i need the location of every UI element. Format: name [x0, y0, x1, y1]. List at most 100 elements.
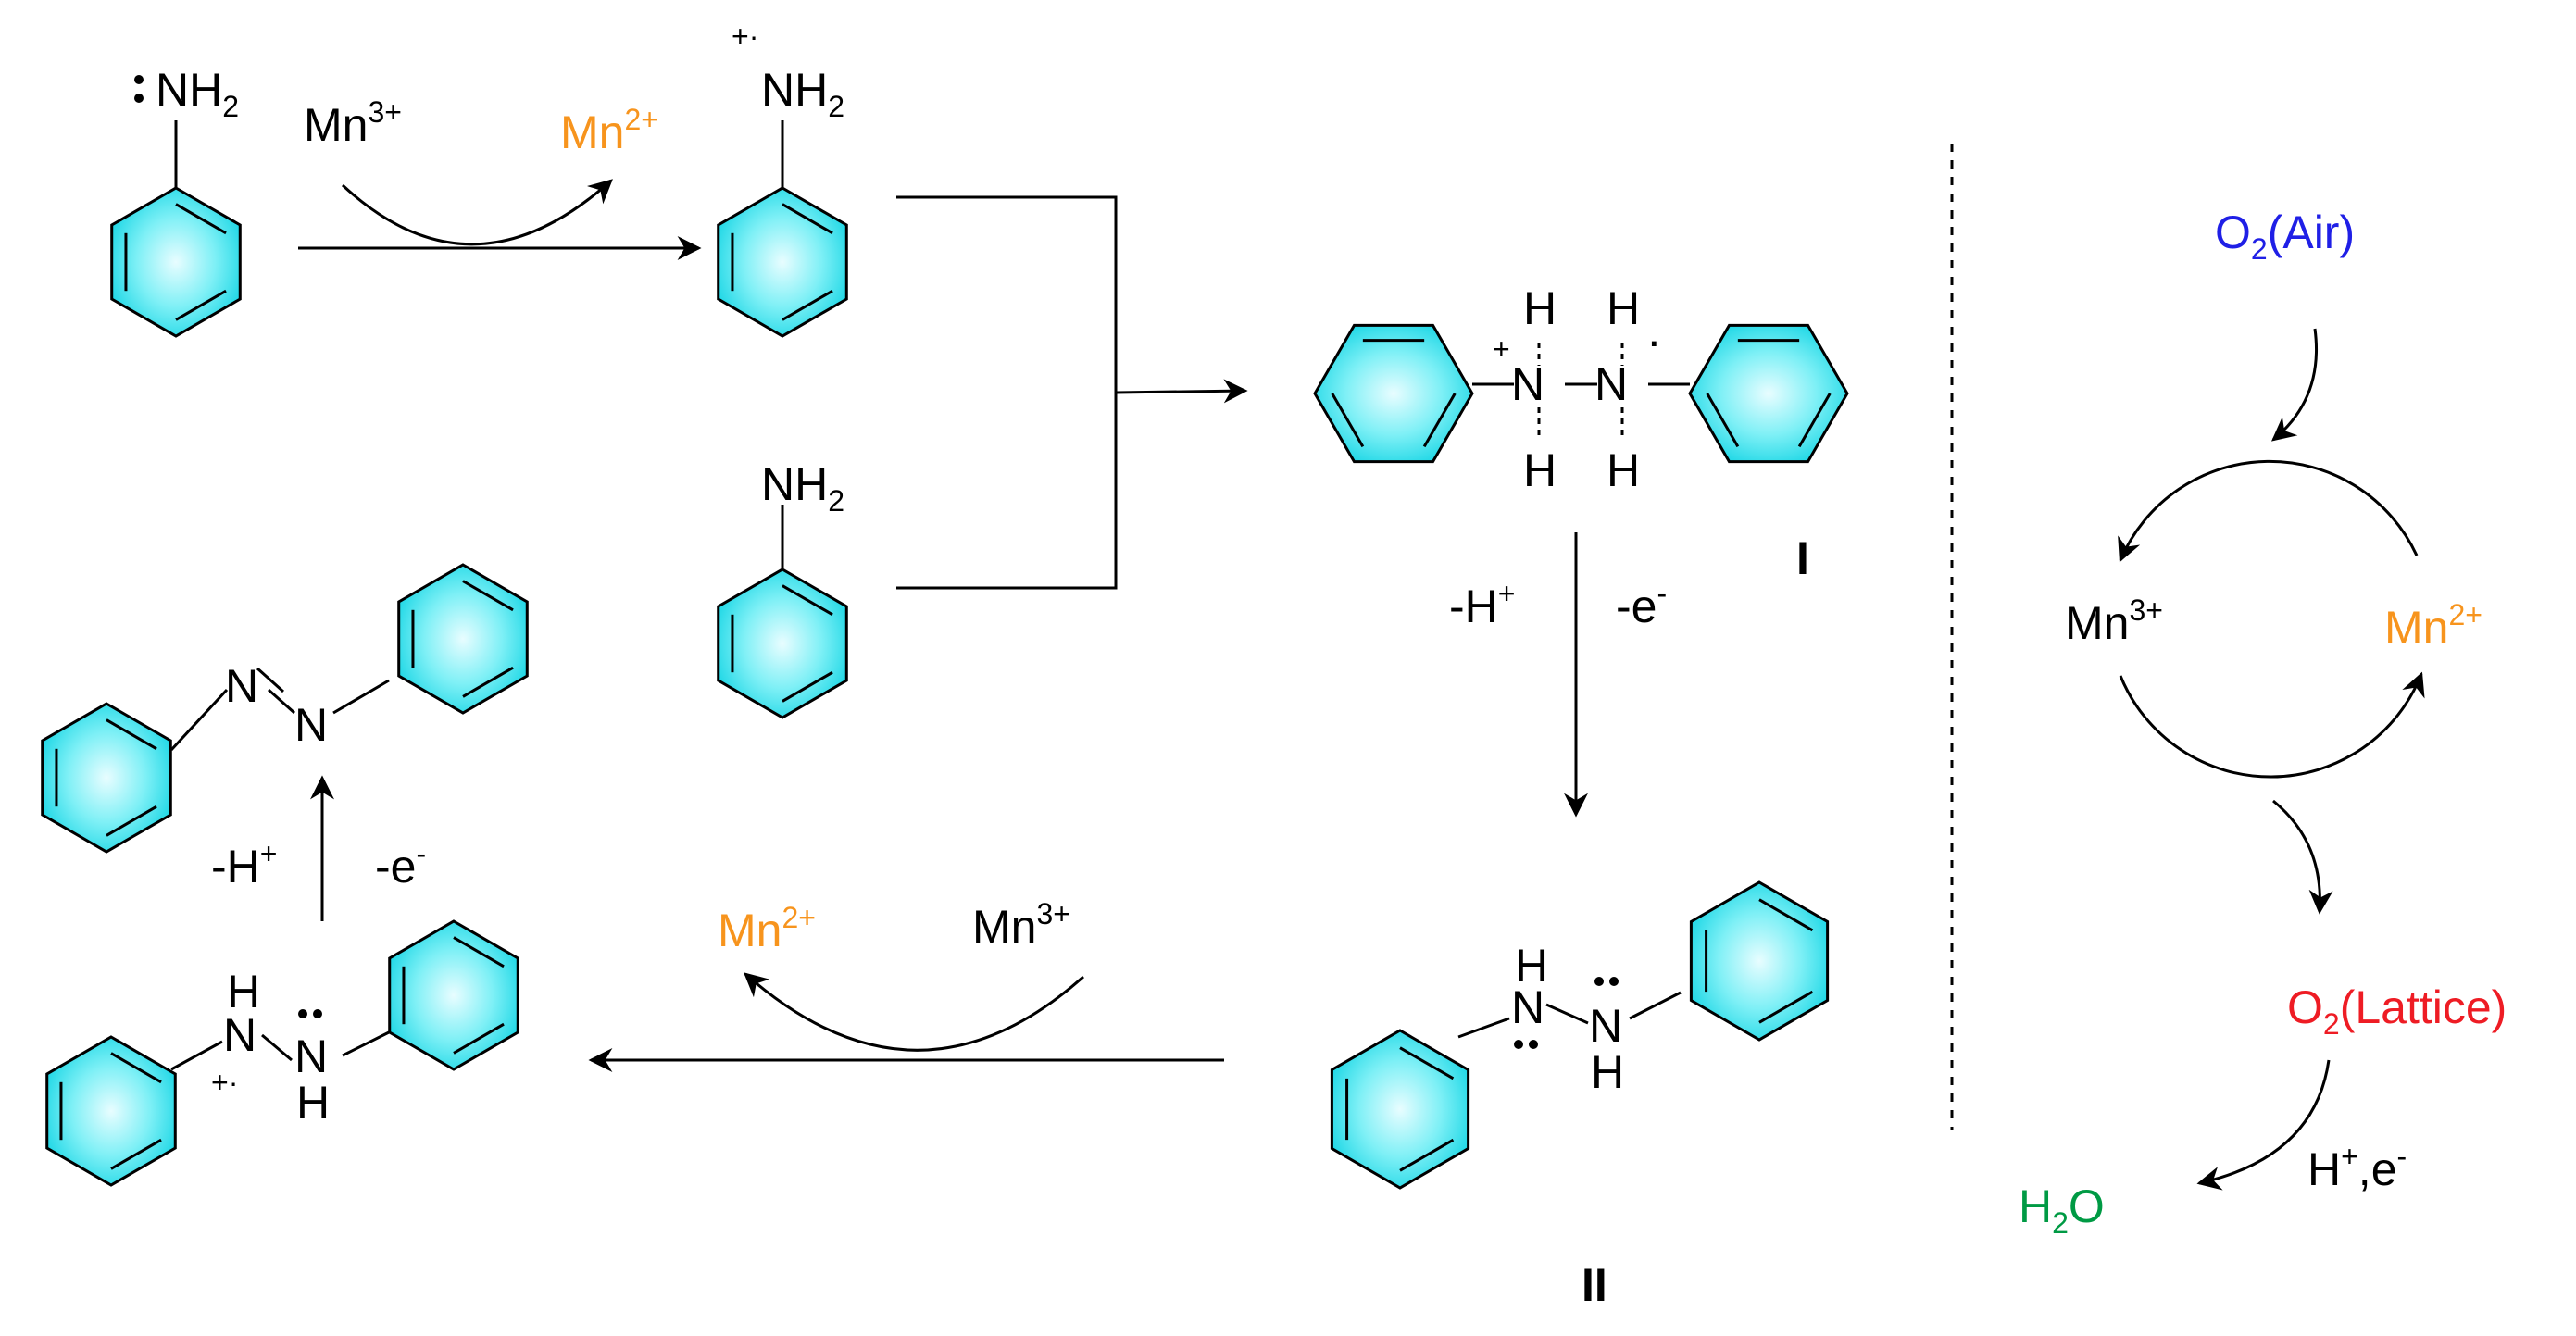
double-bond: [175, 289, 227, 321]
intermediate-II: N N H H II: [1511, 940, 1624, 1311]
o2-air-label: O2(Air): [2215, 206, 2355, 266]
lone-pair-dot: [134, 94, 144, 103]
label-I: I: [1796, 532, 1809, 584]
n-atom: N: [1589, 1000, 1622, 1052]
catalytic-cycle: [2118, 328, 2425, 1191]
bonds: [169, 120, 1690, 1071]
label-II: II: [1582, 1259, 1607, 1311]
lone-pair-dot: [313, 1009, 322, 1018]
step1-product: Mn2+: [560, 103, 658, 158]
arrow-mn-reduction-1: [341, 179, 613, 246]
ring-aniline-mid: [717, 568, 848, 719]
double-bond: [1422, 393, 1457, 448]
arrow-mn-reduction-2: [744, 972, 1084, 1052]
benzene-rings: [41, 186, 1849, 1190]
h-atom: H: [1591, 1046, 1624, 1098]
reaction-arrows: [298, 179, 1588, 1072]
step1-reagent: Mn3+: [304, 95, 402, 151]
benzene-ring: [1688, 323, 1849, 464]
oxidation-label: -e-: [1616, 577, 1667, 632]
benzene-ring: [1313, 323, 1474, 464]
plus-charge: +: [1493, 332, 1510, 366]
double-bond: [782, 584, 833, 617]
water-label: H2O: [2019, 1180, 2105, 1240]
lone-pair-dot: [1594, 977, 1604, 986]
ring-III-right: [388, 919, 519, 1071]
cycle-arc-bottom: [2119, 671, 2425, 779]
bracket-merge: [896, 195, 1118, 590]
n-atom: N: [294, 1030, 328, 1082]
double-bond: [1399, 1046, 1455, 1080]
amine-label: NH2: [761, 458, 844, 518]
amine-label: NH2: [156, 64, 239, 123]
benzene-ring: [1330, 1029, 1470, 1190]
lone-pair-dot: [1514, 1040, 1523, 1049]
double-bond: [462, 666, 514, 698]
reduction-label: H+,e-: [2307, 1140, 2407, 1195]
double-bond: [782, 670, 833, 703]
ring-II-left: [1330, 1029, 1470, 1190]
double-bond: [175, 203, 227, 235]
benzene-ring: [397, 563, 529, 715]
charge-label: +·: [732, 19, 758, 53]
o2-lattice-label: O2(Lattice): [2287, 981, 2507, 1041]
deprotonation-label: -H+: [1449, 577, 1515, 632]
double-bond: [782, 203, 833, 235]
ring-II-right: [1689, 880, 1830, 1042]
double-bond: [1758, 990, 1814, 1024]
arrow-to-water: [2196, 1059, 2331, 1191]
double-bond: [110, 1052, 162, 1084]
arrow-o2-out: [2272, 799, 2333, 915]
benzene-ring: [110, 186, 242, 338]
h-atom: H: [1607, 444, 1640, 496]
double-bond: [453, 936, 505, 968]
n-atom: N: [1594, 358, 1628, 410]
double-bond: [106, 718, 157, 751]
n-atom: N: [294, 699, 328, 751]
n-atom: N: [223, 1009, 256, 1061]
ring-aniline-top: [110, 186, 242, 338]
oxidation-label: -e-: [375, 837, 426, 893]
radical-cation: +· NH2: [732, 19, 844, 123]
intermediate-I: N N H H H H + · I: [1493, 282, 1809, 584]
arrow-o2-in: [2270, 328, 2319, 442]
benzene-ring: [717, 186, 848, 338]
double-bond: [106, 805, 157, 837]
benzene-ring: [388, 919, 519, 1071]
radical-dot: ·: [1646, 315, 1662, 367]
double-bond: [1797, 393, 1832, 448]
amine-label: NH2: [761, 64, 844, 123]
lone-pair-dot: [1609, 977, 1619, 986]
n-atom: N: [1511, 981, 1544, 1033]
lone-pair-dot: [1529, 1040, 1538, 1049]
ring-azo-right: [397, 563, 529, 715]
deprotonation-label: -H+: [211, 837, 277, 893]
intermediate-III: N N H H +·: [211, 966, 330, 1129]
double-bond: [1331, 393, 1365, 448]
h-atom: H: [1607, 282, 1640, 334]
benzene-ring: [45, 1035, 177, 1187]
ring-azo-left: [41, 702, 172, 854]
n-atom: N: [225, 660, 258, 712]
benzene-ring: [41, 702, 172, 854]
ring-I-right: [1688, 323, 1849, 464]
lone-pair-dot: [134, 75, 144, 84]
double-bond: [1399, 1138, 1455, 1172]
benzene-ring: [717, 568, 848, 719]
h-atom: H: [1515, 940, 1548, 992]
aniline-top: NH2: [134, 64, 239, 123]
ring-III-left: [45, 1035, 177, 1187]
double-bond: [1706, 393, 1740, 448]
radical-cation-charge: +·: [211, 1066, 238, 1099]
h-atom: H: [227, 966, 260, 1018]
arrow-to-I: [1115, 379, 1248, 404]
benzene-ring: [1689, 880, 1830, 1042]
n-atom: N: [1511, 358, 1544, 410]
h-atom: H: [1523, 282, 1557, 334]
step2-product: Mn2+: [718, 901, 816, 956]
cycle-arc-top: [2118, 459, 2419, 563]
h-atom: H: [296, 1077, 330, 1129]
double-bond: [1758, 898, 1814, 932]
lone-pair-dot: [298, 1009, 307, 1018]
